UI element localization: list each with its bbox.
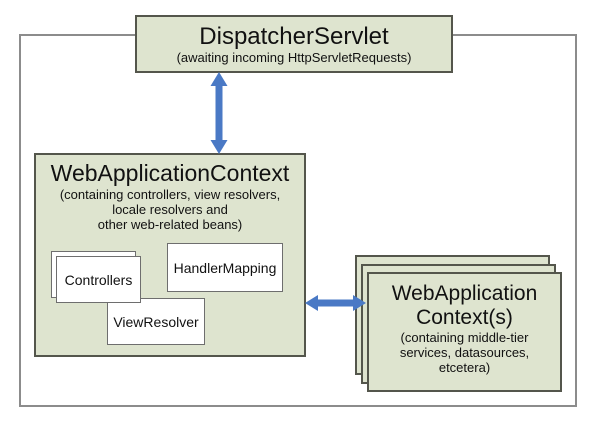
dispatcher-servlet-title: DispatcherServlet bbox=[199, 23, 389, 50]
web-application-context-subtitle-line3: other web-related beans) bbox=[97, 217, 243, 232]
middle-tier-context-subtitle-line2: services, datasources, bbox=[399, 345, 530, 360]
view-resolver-label: ViewResolver bbox=[113, 313, 199, 330]
controllers-label: Controllers bbox=[64, 271, 133, 288]
web-application-context-subtitle-line2: locale resolvers and bbox=[112, 202, 228, 217]
middle-tier-context-box: WebApplication Context(s) (containing mi… bbox=[367, 272, 562, 392]
middle-tier-context-subtitle-line1: (containing middle-tier bbox=[400, 330, 529, 345]
web-application-context-title: WebApplicationContext bbox=[50, 160, 290, 186]
web-application-context-subtitle-line1: (containing controllers, view resolvers, bbox=[59, 187, 281, 202]
dispatcher-servlet-box: DispatcherServlet (awaiting incoming Htt… bbox=[135, 15, 453, 73]
middle-tier-context-title-line1: WebApplication bbox=[391, 282, 538, 305]
controllers-box: Controllers bbox=[56, 256, 141, 303]
view-resolver-box: ViewResolver bbox=[107, 298, 205, 345]
middle-tier-context-title-line2: Context(s) bbox=[416, 306, 513, 329]
dispatcher-servlet-subtitle: (awaiting incoming HttpServletRequests) bbox=[176, 50, 412, 65]
handler-mapping-label: HandlerMapping bbox=[173, 259, 277, 276]
middle-tier-context-subtitle-line3: etcetera) bbox=[438, 360, 491, 375]
handler-mapping-box: HandlerMapping bbox=[167, 243, 283, 292]
